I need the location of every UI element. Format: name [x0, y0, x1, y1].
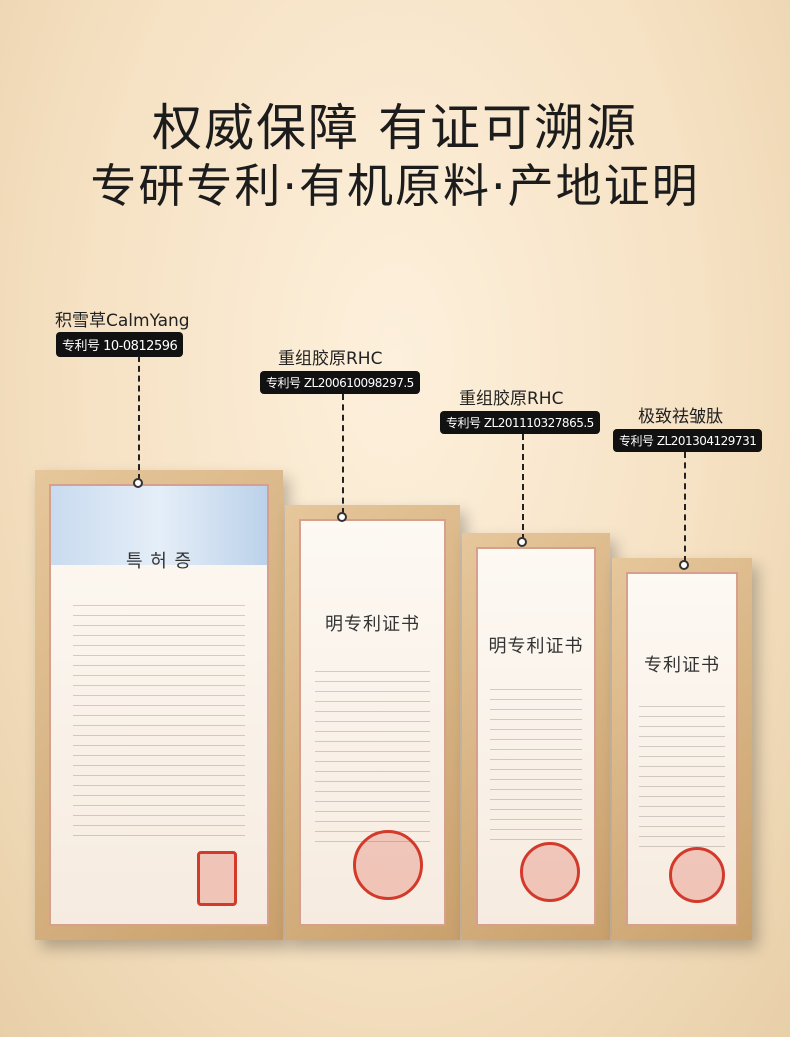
- connector-line: [342, 394, 344, 514]
- certificate-title: 专利证书: [644, 655, 720, 676]
- patent-badge-4: 专利号 ZL201304129731: [613, 429, 763, 452]
- connector-line: [138, 356, 140, 480]
- pin-icon: [517, 537, 527, 547]
- cert-name-1: 积雪草CalmYang: [55, 311, 190, 331]
- cert-name-3: 重组胶原RHC: [459, 389, 564, 409]
- patent-badge-3: 专利号 ZL201110327865.5: [440, 411, 600, 434]
- connector-line: [684, 452, 686, 562]
- seal-icon: [196, 851, 237, 907]
- headline-line2: 专研专利·有机原料·产地证明: [90, 159, 700, 213]
- certificate-title: 明专利证书: [325, 613, 420, 635]
- certificate-frame-4: 专利证书: [612, 558, 752, 940]
- pin-icon: [337, 512, 347, 522]
- pin-icon: [679, 560, 689, 570]
- patent-badge-1: 专利号 10-0812596: [56, 332, 184, 357]
- headline-line1: 权威保障 有证可溯源: [152, 99, 638, 157]
- certificate-frame-3: 明专利证书: [462, 533, 610, 940]
- certificate-frame-1: 특 허 증: [35, 470, 283, 940]
- pin-icon: [133, 478, 143, 488]
- certificate-frame-2: 明专利证书: [285, 505, 460, 940]
- seal-icon: [520, 841, 581, 902]
- connector-line: [522, 434, 524, 540]
- seal-icon: [669, 847, 726, 903]
- certificate-title: 특 허 증: [125, 551, 193, 573]
- patent-badge-2: 专利号 ZL200610098297.5: [260, 371, 420, 394]
- cert-name-2: 重组胶原RHC: [278, 349, 383, 369]
- certificate-title: 明专利证书: [488, 635, 584, 657]
- seal-icon: [352, 829, 423, 900]
- cert-name-4: 极致祛皱肽: [638, 407, 723, 427]
